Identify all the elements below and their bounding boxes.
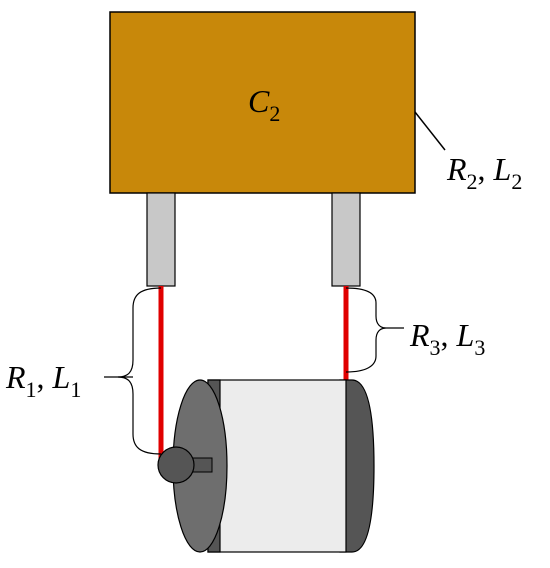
left-lead (146, 192, 176, 287)
cylinder-component (157, 379, 375, 553)
terminal-knob (157, 446, 195, 484)
cylinder-body (207, 379, 347, 553)
cylinder-right-cap (339, 379, 375, 553)
r3-l3-label: R3, L3 (409, 317, 485, 360)
capacitor-label: C2 (248, 83, 280, 126)
r2-l2-label: R2, L2 (446, 151, 522, 194)
right-wire-brace (345, 287, 387, 373)
r1-l1-label: R1, L1 (5, 359, 81, 402)
right-lead (331, 192, 361, 287)
r2-l2-leader-line (414, 111, 446, 151)
left-wire-brace (117, 287, 162, 455)
capacitor-box (109, 11, 416, 194)
